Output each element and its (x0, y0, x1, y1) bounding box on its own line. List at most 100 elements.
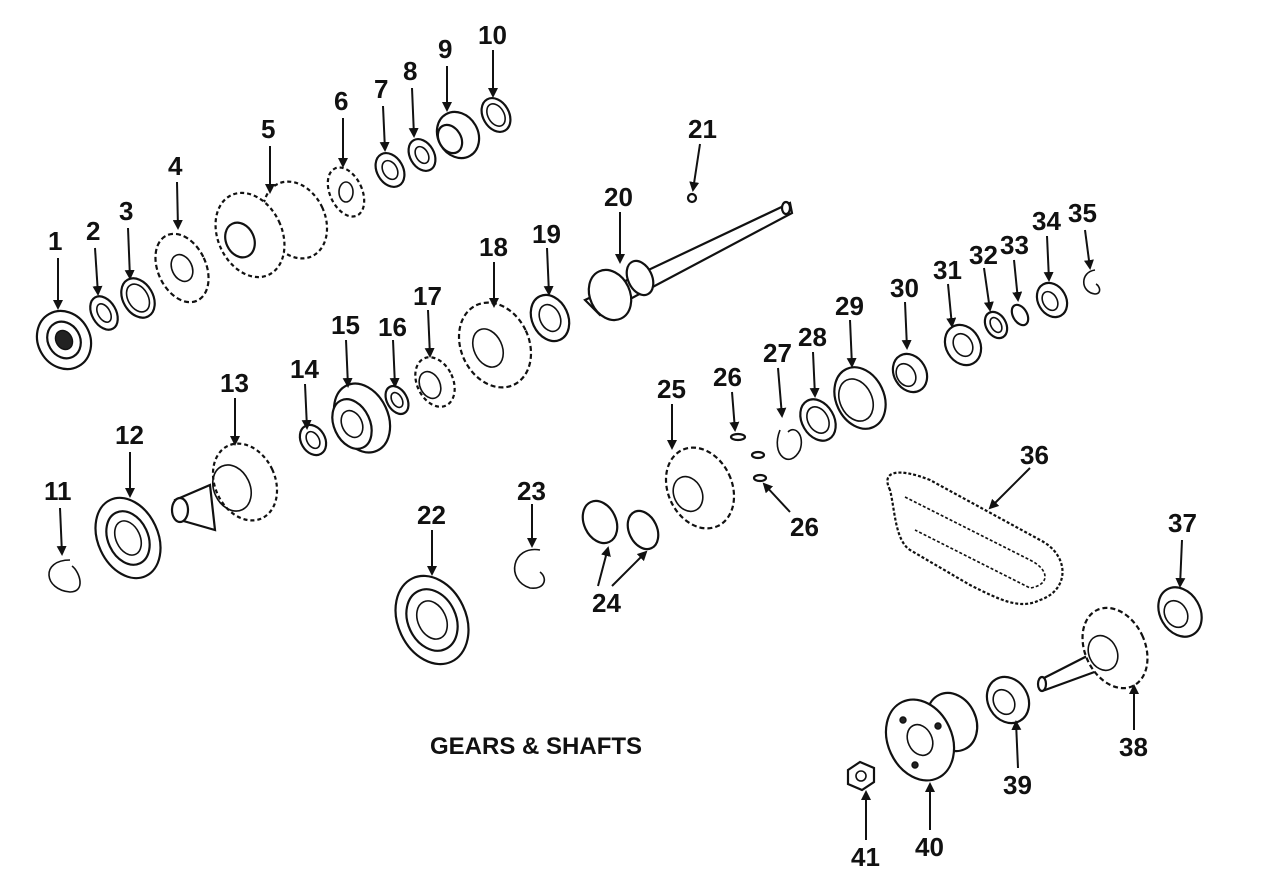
callout-26-upper: 26 (713, 362, 742, 432)
callout-13: 13 (220, 368, 249, 446)
callout-23: 23 (517, 476, 546, 548)
callout-41-label: 41 (851, 842, 880, 872)
callout-17-label: 17 (413, 281, 442, 311)
callout-39: 39 (1003, 720, 1032, 800)
callout-32: 32 (969, 240, 998, 312)
callout-20-label: 20 (604, 182, 633, 212)
callout-6-label: 6 (334, 86, 348, 116)
part-13-input-shaft (170, 442, 279, 532)
callout-2-label: 2 (86, 216, 100, 246)
callout-9: 9 (438, 34, 452, 112)
callout-13-label: 13 (220, 368, 249, 398)
diagram-title: GEARS & SHAFTS (430, 733, 642, 760)
callout-22-label: 22 (417, 500, 446, 530)
callout-37-label: 37 (1168, 508, 1197, 538)
callout-5: 5 (261, 114, 275, 194)
callout-37: 37 (1168, 508, 1197, 588)
part-26-key-right (752, 473, 768, 483)
callout-23-label: 23 (517, 476, 546, 506)
part-31-bearing (943, 323, 983, 367)
part-2-washer (89, 295, 119, 331)
part-33-ring (1010, 303, 1030, 327)
callout-8-label: 8 (403, 56, 417, 86)
callout-9-label: 9 (438, 34, 452, 64)
callout-27-label: 27 (763, 338, 792, 368)
callout-22: 22 (417, 500, 446, 576)
callout-1-label: 1 (48, 226, 62, 256)
callout-18-label: 18 (479, 232, 508, 262)
part-9-bearing (435, 110, 481, 160)
callout-4: 4 (168, 151, 183, 230)
callout-14-label: 14 (290, 354, 319, 384)
callout-36: 36 (988, 440, 1049, 510)
part-30-hub (891, 352, 929, 394)
part-35-snap-ring (1082, 269, 1101, 295)
parts-layer (35, 97, 1203, 792)
callout-25: 25 (657, 374, 686, 450)
callout-20: 20 (604, 182, 633, 264)
part-5-cluster-gear (214, 180, 329, 279)
callout-31: 31 (933, 255, 962, 328)
callout-41: 41 (851, 790, 880, 872)
callout-30: 30 (890, 273, 919, 350)
part-37-bearing (1157, 586, 1203, 638)
part-40-flange (884, 691, 979, 782)
callout-6: 6 (334, 86, 348, 168)
callout-33: 33 (1000, 230, 1029, 302)
callout-28: 28 (798, 322, 827, 398)
callout-7: 7 (374, 74, 390, 152)
part-16-ring (384, 384, 410, 416)
callout-39-label: 39 (1003, 770, 1032, 800)
callout-31-label: 31 (933, 255, 962, 285)
part-8-ring (407, 138, 437, 172)
part-36-drive-chain (886, 471, 1064, 605)
callout-26-upper-label: 26 (713, 362, 742, 392)
part-21-ball (686, 192, 698, 204)
callout-3: 3 (119, 196, 135, 280)
callout-19-label: 19 (532, 219, 561, 249)
part-41-nut (846, 760, 876, 792)
callout-29-label: 29 (835, 291, 864, 321)
callout-24-label: 24 (592, 588, 621, 618)
part-10-ring (480, 97, 512, 133)
callout-18: 18 (479, 232, 508, 308)
part-34-bearing (1035, 281, 1069, 319)
callout-38: 38 (1119, 684, 1148, 762)
callout-12-label: 12 (115, 420, 144, 450)
part-12-bearing (94, 496, 162, 580)
callout-11: 11 (44, 476, 72, 556)
callout-11-label: 11 (44, 476, 72, 506)
part-11-snap-ring (48, 559, 81, 593)
part-4-sprocket (154, 232, 210, 304)
callout-19: 19 (532, 219, 561, 296)
callout-29: 29 (835, 291, 864, 368)
part-26-key-lower (750, 450, 766, 460)
part-14-bearing (298, 423, 328, 457)
callout-28-label: 28 (798, 322, 827, 352)
callout-26-lower: 26 (762, 482, 819, 542)
callout-15: 15 (331, 310, 360, 388)
callout-25-label: 25 (657, 374, 686, 404)
callout-34-label: 34 (1032, 206, 1061, 236)
part-20-main-shaft (583, 200, 794, 322)
part-18-gear (457, 301, 533, 389)
callout-33-label: 33 (1000, 230, 1029, 260)
callouts-layer: 1 2 3 4 5 6 7 8 9 10 11 12 13 14 15 16 1… (44, 20, 1197, 872)
callout-35: 35 (1068, 198, 1097, 270)
callout-30-label: 30 (890, 273, 919, 303)
callout-5-label: 5 (261, 114, 275, 144)
part-19-needle-bearing (529, 293, 571, 343)
callout-38-label: 38 (1119, 732, 1148, 762)
part-7-ring (374, 152, 406, 188)
part-6-sprocket (326, 166, 366, 218)
callout-21: 21 (688, 114, 717, 192)
part-39-bearing (985, 675, 1031, 725)
callout-8: 8 (403, 56, 419, 138)
callout-3-label: 3 (119, 196, 133, 226)
callout-21-label: 21 (688, 114, 717, 144)
part-26-key-upper (729, 432, 747, 442)
callout-15-label: 15 (331, 310, 360, 340)
callout-2: 2 (86, 216, 103, 296)
callout-24: 24 (592, 546, 648, 618)
